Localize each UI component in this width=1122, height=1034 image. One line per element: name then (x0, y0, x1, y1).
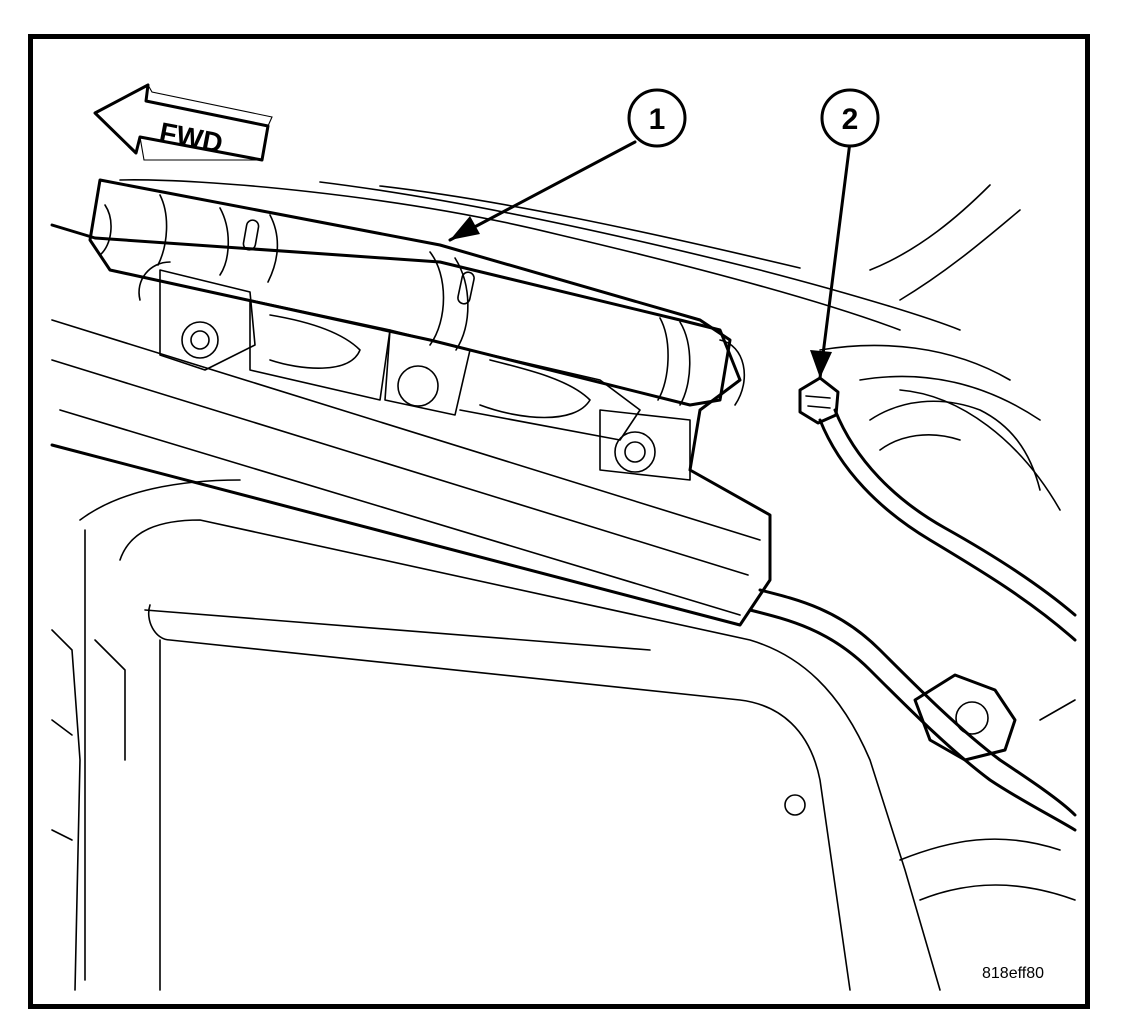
figure-id: 818eff80 (982, 965, 1044, 982)
leader-line-2 (818, 140, 852, 380)
wire-harness (748, 376, 1077, 832)
callout-2: 2 (820, 88, 880, 148)
callout-1-label: 1 (649, 103, 666, 136)
fwd-direction-arrow: FWD (93, 83, 273, 162)
background-body-lines (119, 179, 1061, 511)
lower-housing (51, 479, 941, 991)
callout-2-label: 2 (842, 103, 859, 136)
leader-arrowhead-1 (450, 216, 480, 240)
tube-component (88, 178, 746, 407)
fwd-label: FWD (157, 116, 226, 159)
callout-1: 1 (627, 88, 687, 148)
right-contours (869, 400, 1076, 901)
leader-line-1 (448, 140, 637, 242)
rail-assembly (50, 223, 772, 627)
leader-arrowhead-2 (810, 350, 832, 378)
